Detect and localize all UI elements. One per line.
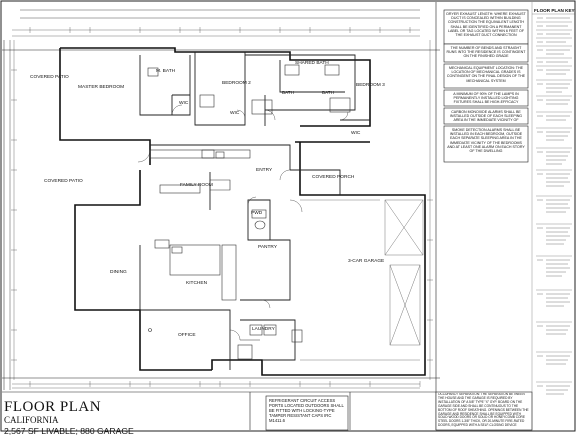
room-label-bath-left: BATH [282,90,294,95]
dryer [263,324,277,336]
note-refrigerant-access: REFRIGERANT CIRCUIT ACCESS PORTS LOCATED… [269,398,344,423]
room-label-wic-master: WIC [179,100,189,106]
room-label-pantry: PANTRY [258,244,278,250]
note-carbon-monoxide: CARBON MONOXIDE ALARMS SHALL BE INSTALLE… [449,110,523,123]
note-mechanical-location: MECHANICAL EQUIPMENT LOCATION: THE LOCAT… [446,66,526,83]
room-label-covered-porch: COVERED PORCH [312,174,355,180]
legend-column [531,2,575,430]
washer [249,324,263,336]
kitchen-island [169,244,221,276]
room-label-garage: 3-CAR GARAGE [348,258,384,264]
room-label-kitchen: KITCHEN [186,280,208,286]
room-label-bath-right: BATH [322,90,334,95]
room-label-bedroom-2: BEDROOM 2 [222,80,251,86]
room-label-m-bath: M. BATH [156,68,176,74]
room-label-office: OFFICE [178,332,196,338]
exterior-walls [59,47,426,376]
legend-title: FLOOR PLAN KEY [534,8,575,13]
note-boxes [265,9,533,431]
room-label-wic-right: WIC [351,130,361,136]
room-label-family-room: FAMILY ROOM [180,182,213,188]
note-occupancy-separation: OCCUPANCY SEPARATION: THE SEPARATION BET… [438,393,529,428]
room-label-master-bedroom: MASTER BEDROOM [78,84,124,90]
room-label-entry: ENTRY [256,167,273,173]
legend-text-lines [537,17,570,395]
drawing-subtitle: CALIFORNIA [4,415,59,425]
title-block: FLOOR PLAN CALIFORNIA 2,567 SF LIVABLE; … [4,400,154,436]
door-swings [137,104,349,341]
fixtures [147,64,351,360]
room-labels: COVERED PATIO MASTER BEDROOM M. BATH WIC… [30,60,385,338]
room-label-bedroom-3: BEDROOM 3 [356,82,385,88]
dimension-lines [11,27,433,389]
note-bends-runs: THE NUMBER OF BENDS AND STRAIGHT RUNS IN… [446,46,526,59]
room-label-dining: DINING [110,269,127,275]
room-label-laundry: LAUNDRY [252,326,276,332]
room-label-covered-patio-top: COVERED PATIO [30,74,69,80]
garage-slab [300,199,424,361]
room-label-shared-bath: SHARED BATH [295,60,329,66]
room-label-covered-patio-left: COVERED PATIO [44,178,83,184]
note-high-efficacy-lighting: A MINIMUM OF 90% OF THE LAMPS IN PERMANE… [453,92,519,105]
room-label-pwd: PWD [251,210,263,216]
room-label-wic-mid: WIC [230,110,240,116]
note-dryer-exhaust: DRYER EXHAUST LENGTH: WHERE EXHAUST DUCT… [446,12,526,38]
square-footage: 2,567 SF LIVABLE; 880 GARAGE [4,426,134,436]
interior-walls [139,52,370,370]
note-smoke-detection: SMOKE DETECTION ALARMS SHALL BE INSTALLE… [447,128,525,154]
drawing-title: FLOOR PLAN [4,399,102,415]
